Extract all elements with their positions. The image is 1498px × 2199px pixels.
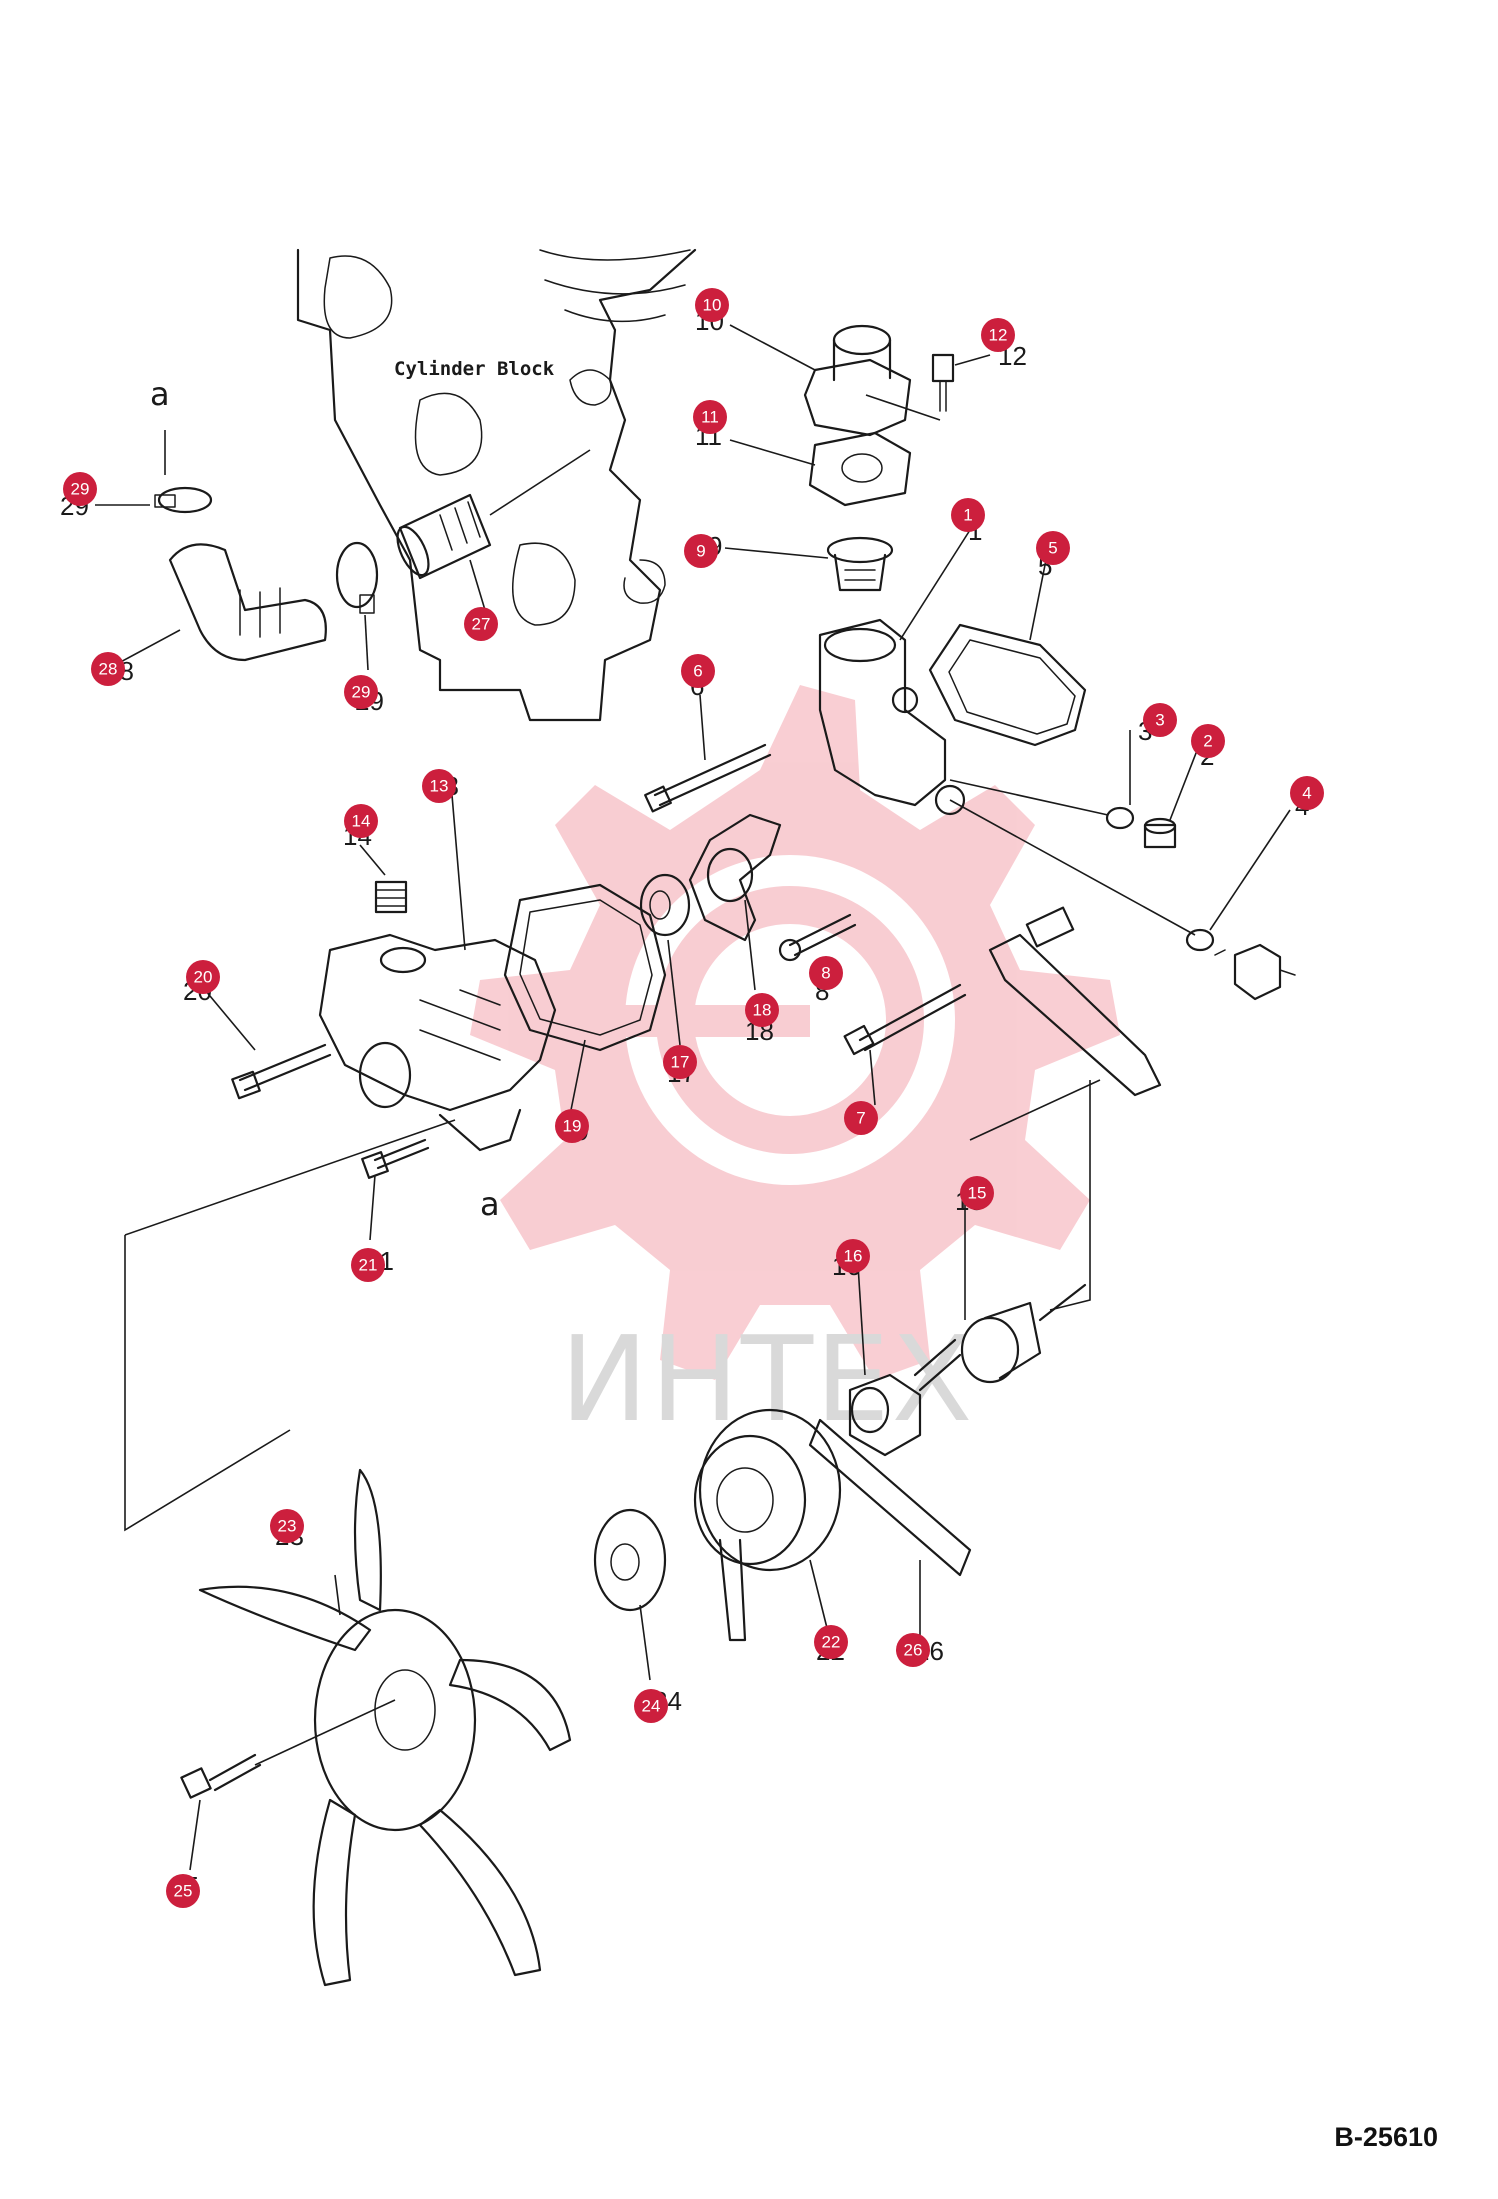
part-19-pump-gasket bbox=[503, 883, 667, 1116]
callout-markers: 1 2 3 4 5 6 7 8 9 10 11 12 13 14 15 16 1… bbox=[63, 288, 1324, 1908]
part-3-washer bbox=[949, 730, 1135, 830]
svg-text:24: 24 bbox=[642, 1697, 661, 1716]
callout-25[interactable]: 25 bbox=[166, 1874, 200, 1908]
callout-23[interactable]: 23 bbox=[270, 1509, 304, 1543]
svg-text:3: 3 bbox=[1155, 711, 1164, 730]
part-29-clamp-upper bbox=[95, 486, 213, 514]
marker-a-upper: a bbox=[150, 375, 170, 413]
part-18-impeller bbox=[688, 813, 782, 991]
svg-text:14: 14 bbox=[352, 812, 371, 831]
marker-a-lower: a bbox=[480, 1185, 500, 1223]
callout-15[interactable]: 15 bbox=[960, 1176, 994, 1210]
callout-20[interactable]: 20 bbox=[186, 960, 220, 994]
svg-text:20: 20 bbox=[194, 968, 213, 987]
part-11-gasket bbox=[729, 431, 912, 507]
alternator-bracket bbox=[988, 906, 1162, 1097]
callout-28[interactable]: 28 bbox=[91, 652, 125, 686]
svg-text:16: 16 bbox=[844, 1247, 863, 1266]
callout-29-lower[interactable]: 29 bbox=[344, 675, 378, 709]
svg-text:10: 10 bbox=[703, 296, 722, 315]
svg-text:6: 6 bbox=[693, 662, 702, 681]
callout-17[interactable]: 17 bbox=[663, 1045, 697, 1079]
part-24-spacer bbox=[593, 1508, 667, 1681]
callout-29-upper[interactable]: 29 bbox=[63, 472, 97, 506]
part-13-water-pump bbox=[318, 794, 557, 1152]
part-17-seal bbox=[639, 873, 691, 1046]
part-4-temperature-sender bbox=[949, 799, 1296, 1001]
part-15-pump-shaft bbox=[913, 1080, 1091, 1392]
svg-text:8: 8 bbox=[821, 964, 830, 983]
callout-5[interactable]: 5 bbox=[1036, 531, 1070, 565]
svg-text:23: 23 bbox=[278, 1517, 297, 1536]
svg-text:1: 1 bbox=[963, 506, 972, 525]
svg-text:11: 11 bbox=[701, 408, 719, 427]
part-21-bolt bbox=[361, 1138, 430, 1241]
callout-8[interactable]: 8 bbox=[809, 956, 843, 990]
part-12-bolt bbox=[865, 353, 991, 421]
part-28-hose bbox=[114, 543, 327, 666]
svg-text:5: 5 bbox=[1048, 539, 1057, 558]
svg-text:13: 13 bbox=[430, 777, 449, 796]
part-6-bolt bbox=[644, 694, 772, 813]
svg-text:4: 4 bbox=[1302, 784, 1311, 803]
part-14-plug bbox=[359, 844, 408, 914]
svg-text:12: 12 bbox=[989, 326, 1008, 345]
callout-7[interactable]: 7 bbox=[844, 1101, 878, 1135]
callout-19[interactable]: 19 bbox=[555, 1109, 589, 1143]
callout-22[interactable]: 22 bbox=[814, 1625, 848, 1659]
callout-12[interactable]: 12 bbox=[981, 318, 1015, 352]
svg-text:27: 27 bbox=[472, 615, 491, 634]
svg-text:28: 28 bbox=[99, 660, 118, 679]
watermark-gear-logo bbox=[470, 685, 1120, 1380]
callout-4[interactable]: 4 bbox=[1290, 776, 1324, 810]
callout-21[interactable]: 21 bbox=[351, 1248, 385, 1282]
part-20-bolt bbox=[204, 989, 332, 1100]
part-7-bolt bbox=[843, 983, 967, 1106]
svg-text:19: 19 bbox=[563, 1117, 582, 1136]
svg-text:26: 26 bbox=[904, 1641, 923, 1660]
callout-13[interactable]: 13 bbox=[422, 769, 456, 803]
part-5-housing-gasket bbox=[928, 539, 1087, 747]
callout-16[interactable]: 16 bbox=[836, 1239, 870, 1273]
part-23-cooling-fan bbox=[198, 1468, 572, 1987]
svg-text:15: 15 bbox=[968, 1184, 987, 1203]
svg-text:9: 9 bbox=[696, 542, 705, 561]
part-9-thermostat bbox=[724, 536, 894, 592]
svg-text:25: 25 bbox=[174, 1882, 193, 1901]
callout-3[interactable]: 3 bbox=[1143, 703, 1177, 737]
part-26-v-belt bbox=[718, 1418, 972, 1642]
callout-11[interactable]: 11 bbox=[693, 400, 727, 434]
callout-1[interactable]: 1 bbox=[951, 498, 985, 532]
part-27-water-pipe bbox=[396, 449, 591, 611]
cylinder-block bbox=[296, 248, 697, 722]
callout-26[interactable]: 26 bbox=[896, 1633, 930, 1667]
callout-14[interactable]: 14 bbox=[344, 804, 378, 838]
svg-text:7: 7 bbox=[856, 1109, 865, 1128]
callout-24[interactable]: 24 bbox=[634, 1689, 668, 1723]
svg-text:21: 21 bbox=[359, 1256, 378, 1275]
part-29-clamp-lower bbox=[335, 541, 379, 671]
cylinder-block-caption: Cylinder Block bbox=[394, 358, 555, 380]
callout-10[interactable]: 10 bbox=[695, 288, 729, 322]
callout-27[interactable]: 27 bbox=[464, 607, 498, 641]
assembly-frame-lines bbox=[124, 1079, 1101, 1532]
callout-2[interactable]: 2 bbox=[1191, 724, 1225, 758]
svg-text:2: 2 bbox=[1203, 732, 1212, 751]
callout-6[interactable]: 6 bbox=[681, 654, 715, 688]
callout-9[interactable]: 9 bbox=[684, 534, 718, 568]
svg-text:29: 29 bbox=[352, 683, 371, 702]
svg-text:22: 22 bbox=[822, 1633, 841, 1652]
part-1-thermostat-housing bbox=[818, 529, 971, 816]
part-25-fan-bolt bbox=[180, 1699, 396, 1871]
svg-text:18: 18 bbox=[753, 1001, 772, 1020]
part-16-hub bbox=[848, 1264, 922, 1457]
callout-18[interactable]: 18 bbox=[745, 993, 779, 1027]
svg-text:29: 29 bbox=[71, 480, 90, 499]
watermark-text: ИНТЕХ bbox=[560, 1310, 974, 1448]
part-10-thermostat-cover bbox=[729, 324, 912, 437]
drawing-code: B-25610 bbox=[1334, 2122, 1438, 2152]
svg-text:17: 17 bbox=[671, 1053, 690, 1072]
